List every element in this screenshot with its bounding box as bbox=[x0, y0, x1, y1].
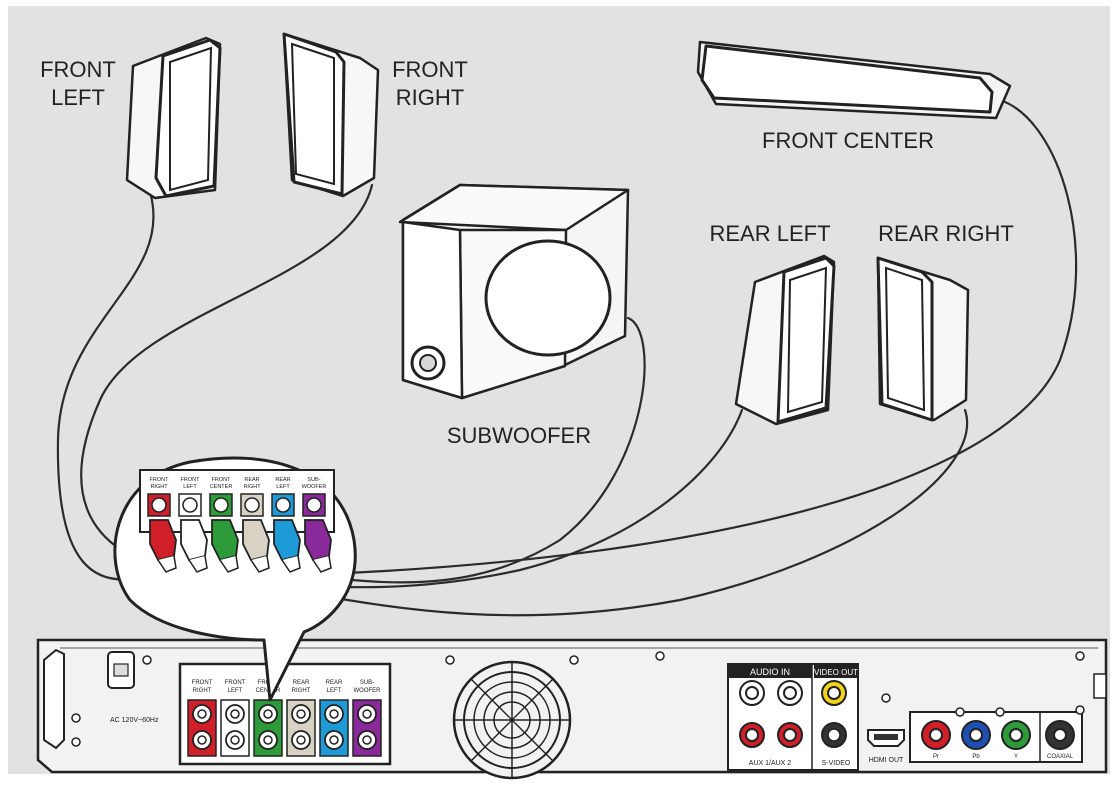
component-block: Pr Pb Y COAXIAL bbox=[909, 705, 1085, 763]
magnifier-jack-label: REAR bbox=[275, 477, 290, 483]
label-front-right-line1: FRONT bbox=[392, 57, 468, 82]
magnifier-jack-panel bbox=[139, 469, 335, 533]
panel-speaker-jack-3: REAR RIGHT bbox=[286, 680, 316, 757]
rear-right-speaker bbox=[876, 256, 970, 422]
panel-jack-label: LEFT bbox=[228, 688, 243, 694]
label-rear-left: REAR LEFT bbox=[709, 221, 830, 246]
label-subwoofer: SUBWOOFER bbox=[447, 423, 591, 448]
magnifier-jack-label: FRONT bbox=[181, 477, 201, 483]
cable-front-left bbox=[56, 190, 167, 581]
panel-jack-label: RIGHT bbox=[193, 688, 212, 694]
component-pb-label: Pb bbox=[972, 754, 980, 760]
panel-jack-label: FRONT bbox=[192, 680, 213, 686]
panel-jack-label: REAR bbox=[293, 680, 310, 686]
coaxial-label: COAXIAL bbox=[1047, 754, 1074, 760]
magnifier-jack-label: RIGHT bbox=[243, 484, 261, 490]
cable-subwoofer bbox=[328, 316, 646, 584]
component-pr-label: Pr bbox=[933, 754, 939, 760]
rear-left-speaker bbox=[734, 254, 836, 426]
aux-label: AUX 1/AUX 2 bbox=[749, 760, 792, 767]
panel-speaker-jack-5: SUB- WOOFER bbox=[352, 680, 382, 757]
component-y-label: Y bbox=[1014, 754, 1018, 760]
magnifier-jack-label: LEFT bbox=[276, 484, 290, 490]
panel-jack-label: WOOFER bbox=[354, 688, 382, 694]
panel-jack-label: FRONT bbox=[225, 680, 246, 686]
subwoofer-box bbox=[398, 183, 630, 400]
front-center-speaker bbox=[696, 40, 1012, 120]
magnifier-jack-label: FRONT bbox=[150, 477, 170, 483]
s-video-label: S-VIDEO bbox=[822, 760, 851, 767]
front-right-speaker bbox=[282, 32, 380, 198]
receiver-back-panel: AC 120V~60Hz FRONT RIGHT FRONT LEFT FRONTCEN… bbox=[36, 638, 1108, 780]
magnifier-bubble: FRONTRIGHTFRONTLEFTFRONTCENTERREARRIGHTR… bbox=[113, 456, 357, 702]
magnifier-jack-label: WOOFER bbox=[302, 484, 327, 490]
cable-front-center bbox=[298, 98, 1078, 577]
magnifier-jacks: FRONTRIGHTFRONTLEFTFRONTCENTERREARRIGHTR… bbox=[147, 477, 332, 573]
magnifier-jack-label: CENTER bbox=[210, 484, 233, 490]
panel-jack-label: SUB- bbox=[360, 680, 374, 686]
panel-speaker-jack-4: REAR LEFT bbox=[319, 680, 349, 757]
audio-in-label: AUDIO IN bbox=[750, 667, 790, 677]
label-front-left-line2: LEFT bbox=[51, 85, 105, 110]
label-front-right-line2: RIGHT bbox=[396, 85, 464, 110]
cable-rear-right bbox=[288, 408, 968, 617]
speaker-labels: FRONT LEFT FRONT RIGHT FRONT CENTER SUBW… bbox=[40, 57, 1014, 448]
cable-front-right bbox=[80, 183, 374, 577]
front-left-speaker bbox=[125, 36, 222, 200]
video-out-label: VIDEO OUT bbox=[814, 668, 858, 677]
magnifier-jack-label: SUB- bbox=[307, 477, 320, 483]
hdmi-out: HDMI OUT bbox=[867, 693, 905, 764]
magnifier-jack-5: SUB-WOOFER bbox=[302, 477, 332, 573]
audio-in-header bbox=[728, 664, 812, 678]
speaker-cables bbox=[56, 98, 1078, 617]
audio-video-block: AUDIO IN VIDEO OUT AUX 1/AUX 2 S-VIDEO bbox=[727, 663, 859, 771]
video-out-header bbox=[814, 664, 858, 678]
panel-jack-label: REAR bbox=[326, 680, 343, 686]
label-front-left-line1: FRONT bbox=[40, 57, 116, 82]
magnifier-jack-label: FRONT bbox=[212, 477, 232, 483]
label-rear-right: REAR RIGHT bbox=[878, 221, 1014, 246]
panel-speaker-jack-0: FRONT RIGHT bbox=[187, 680, 217, 757]
label-front-center: FRONT CENTER bbox=[762, 128, 934, 153]
subwoofer-driver bbox=[484, 239, 612, 357]
magnifier-jack-label: REAR bbox=[244, 477, 259, 483]
ac-label: AC 120V~60Hz bbox=[110, 717, 159, 724]
hdmi-label: HDMI OUT bbox=[869, 757, 904, 764]
panel-speaker-jack-1: FRONT LEFT bbox=[220, 680, 250, 757]
panel-speaker-jacks: FRONTRIGHTFRONTLEFTFRONTCENTERREARRIGHTR… bbox=[187, 680, 382, 757]
magnifier-jack-label: RIGHT bbox=[150, 484, 168, 490]
magnifier-jack-label: LEFT bbox=[183, 484, 197, 490]
cooling-fan bbox=[445, 655, 579, 780]
panel-jack-label: RIGHT bbox=[292, 688, 311, 694]
panel-jack-label: LEFT bbox=[327, 688, 342, 694]
